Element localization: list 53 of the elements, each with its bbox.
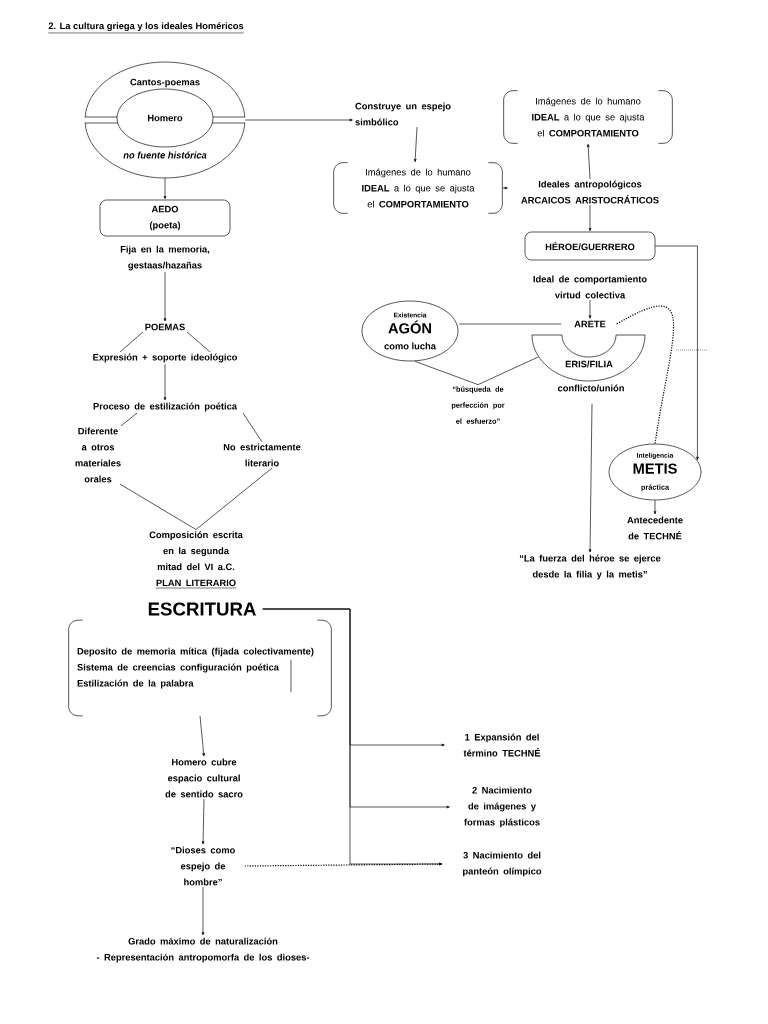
text-label: 2 Nacimiento de imágenes y formas plásticos	[464, 786, 540, 828]
text-label: “La fuerza del héroe se ejerce desde la filia y la metis”	[519, 554, 661, 580]
connector-line	[195, 467, 273, 530]
arrow	[413, 126, 418, 163]
arrow	[163, 363, 167, 401]
rounded-box: HÉROE/GUERRERO	[524, 231, 656, 261]
text-label: Expresión + soporte ideológico	[93, 353, 238, 363]
connector-line	[242, 412, 263, 443]
arrow	[163, 271, 167, 322]
arrow	[244, 862, 443, 867]
text-label: “Dioses como espejo de hombre”	[171, 846, 235, 886]
text-label: No estrictamente literario	[223, 443, 301, 467]
arrow	[201, 798, 205, 845]
heading: 2. La cultura griega y los ideales Homéricos	[48, 22, 244, 34]
text-label: Construye un espejo simbólico	[355, 102, 451, 126]
arrow	[163, 178, 167, 200]
bracket-box: Imágenes de lo humano IDEAL a lo que se ajusta el COMPORTAMIENTO	[333, 162, 503, 214]
text-label: Fija en la memoria, gestaas/hazañas	[120, 245, 210, 271]
dotted-line	[616, 305, 675, 445]
arrow	[653, 500, 657, 515]
text-label: 3 Nacimiento del panteón olímpico	[463, 851, 542, 877]
arrow	[586, 143, 591, 180]
bracket-box: Imágenes de lo humano IDEAL a lo que se ajusta el COMPORTAMIENTO	[503, 90, 673, 144]
bracket-box: Deposito de memoria mítica (fijada colectivamente) Sistema de creencias configuración poética Estilización de la palabra	[68, 619, 332, 717]
arrow	[201, 886, 205, 936]
text-label: POEMAS	[145, 323, 185, 331]
text-label: 1 Expansión del término TECHNÉ	[463, 733, 541, 757]
text-label: Diferente a otros materiales orales	[75, 427, 121, 483]
arrow	[588, 204, 592, 232]
arrow	[245, 118, 353, 122]
arrow	[502, 186, 508, 190]
text-label: Proceso de estilización poética	[93, 402, 238, 412]
text-label: Grado máximo de naturalización - Representación antropomorfa de los dioses-	[96, 937, 310, 963]
text-label: ESCRITURA	[148, 602, 256, 616]
arrow	[262, 608, 443, 866]
text-label: Ideales antropológicos ARCAICOS ARISTOCRÁTICOS	[521, 180, 659, 204]
text-label: Ideal de comportamiento virtud colectiva	[533, 275, 647, 299]
connector-line	[120, 412, 138, 427]
arrow	[655, 245, 699, 460]
text-label: ARETE	[574, 320, 606, 328]
arrow	[588, 299, 592, 319]
connector-line	[477, 356, 539, 385]
text-label: Antecedente de TECHNÉ	[627, 516, 683, 540]
arrow	[588, 403, 593, 553]
connector-line	[459, 323, 562, 325]
arrow	[199, 715, 205, 757]
connector-line	[119, 483, 197, 530]
connector-line	[119, 331, 211, 353]
connector-line	[414, 361, 479, 385]
text-label: Composición escrita en la segunda mitad del VI a.C. PLAN LITERARIO	[149, 531, 243, 589]
shape-caption: conflicto/unión	[557, 384, 624, 392]
rounded-box: AEDO (poeta)	[99, 199, 231, 237]
text-label: Homero cubre espacio cultural de sentido sacro	[165, 758, 243, 798]
